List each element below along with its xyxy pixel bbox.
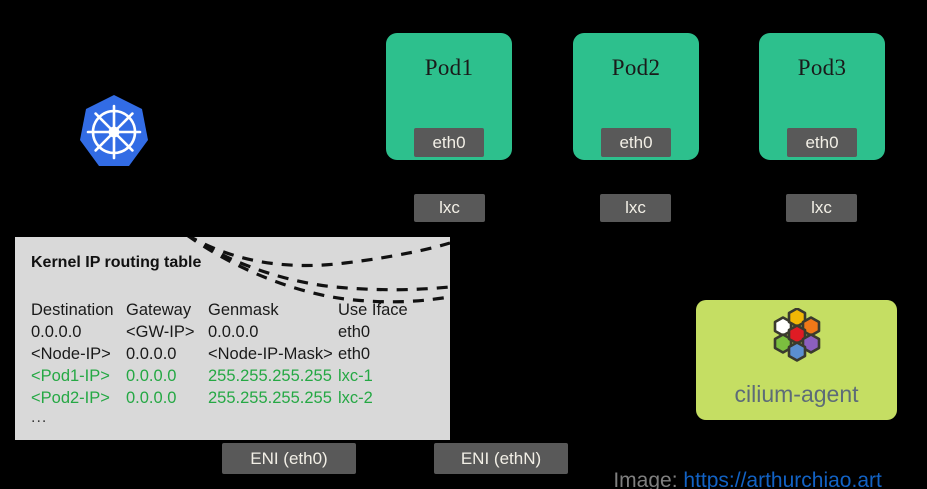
- lxc-badge-pod2[interactable]: lxc: [600, 194, 671, 222]
- pod-eth0-badge[interactable]: eth0: [601, 128, 671, 157]
- cell-gateway: 0.0.0.0: [126, 367, 177, 385]
- eni-badge-eth0[interactable]: ENI (eth0): [222, 443, 356, 474]
- column-header-gateway: Gateway: [126, 301, 192, 319]
- cell-destination: <Pod1-IP>: [31, 367, 110, 385]
- lxc-badge-pod1[interactable]: lxc: [414, 194, 485, 222]
- routing-table-ellipsis: ...: [31, 409, 48, 426]
- cell-iface: eth0: [338, 323, 371, 341]
- routing-table-header-row: Destination Gateway Genmask Use Iface: [31, 299, 435, 321]
- image-credit-link[interactable]: https://arthurchiao.art: [683, 469, 882, 489]
- table-row: <Node-IP> 0.0.0.0 <Node-IP-Mask> eth0: [31, 343, 435, 365]
- image-credit: Image: https://arthurchiao.art: [590, 445, 882, 489]
- kubernetes-logo: [78, 92, 150, 170]
- eni-badge-ethn[interactable]: ENI (ethN): [434, 443, 568, 474]
- cell-gateway: 0.0.0.0: [126, 389, 177, 407]
- kernel-routing-table-panel: Kernel IP routing table Destination Gate…: [15, 237, 450, 440]
- pod-box-pod3[interactable]: Pod3 eth0: [759, 33, 885, 160]
- cilium-hexagon-logo: [758, 307, 836, 372]
- cilium-agent-box[interactable]: cilium-agent: [696, 300, 897, 420]
- cell-destination: <Pod2-IP>: [31, 389, 110, 407]
- cell-iface: lxc-2: [338, 389, 373, 407]
- routing-table-title: Kernel IP routing table: [31, 254, 202, 271]
- column-header-genmask: Genmask: [208, 301, 279, 319]
- lxc-badge-pod3[interactable]: lxc: [786, 194, 857, 222]
- pod-box-pod1[interactable]: Pod1 eth0: [386, 33, 512, 160]
- column-header-use-iface: Use Iface: [338, 301, 408, 319]
- cell-genmask: 255.255.255.255: [208, 367, 332, 385]
- cilium-agent-label: cilium-agent: [734, 381, 859, 407]
- image-credit-label: Image:: [613, 469, 684, 489]
- pod-box-pod2[interactable]: Pod2 eth0: [573, 33, 699, 160]
- cell-genmask: 255.255.255.255: [208, 389, 332, 407]
- cell-destination: <Node-IP>: [31, 345, 111, 363]
- pod-title: Pod2: [611, 55, 661, 80]
- cell-destination: 0.0.0.0: [31, 323, 82, 341]
- pod-eth0-badge[interactable]: eth0: [787, 128, 857, 157]
- cell-genmask: 0.0.0.0: [208, 323, 259, 341]
- column-header-destination: Destination: [31, 301, 114, 319]
- pod-title: Pod3: [797, 55, 847, 80]
- cell-gateway: <GW-IP>: [126, 323, 195, 341]
- cell-iface: eth0: [338, 345, 371, 363]
- cell-iface: lxc-1: [338, 367, 373, 385]
- cell-genmask: <Node-IP-Mask>: [208, 345, 333, 363]
- table-row: 0.0.0.0 <GW-IP> 0.0.0.0 eth0: [31, 321, 435, 343]
- routing-table-rows: Destination Gateway Genmask Use Iface 0.…: [31, 299, 435, 409]
- table-row: <Pod1-IP> 0.0.0.0 255.255.255.255 lxc-1: [31, 365, 435, 387]
- pod-title: Pod1: [424, 55, 474, 80]
- table-row: <Pod2-IP> 0.0.0.0 255.255.255.255 lxc-2: [31, 387, 435, 409]
- cell-gateway: 0.0.0.0: [126, 345, 177, 363]
- pod-eth0-badge[interactable]: eth0: [414, 128, 484, 157]
